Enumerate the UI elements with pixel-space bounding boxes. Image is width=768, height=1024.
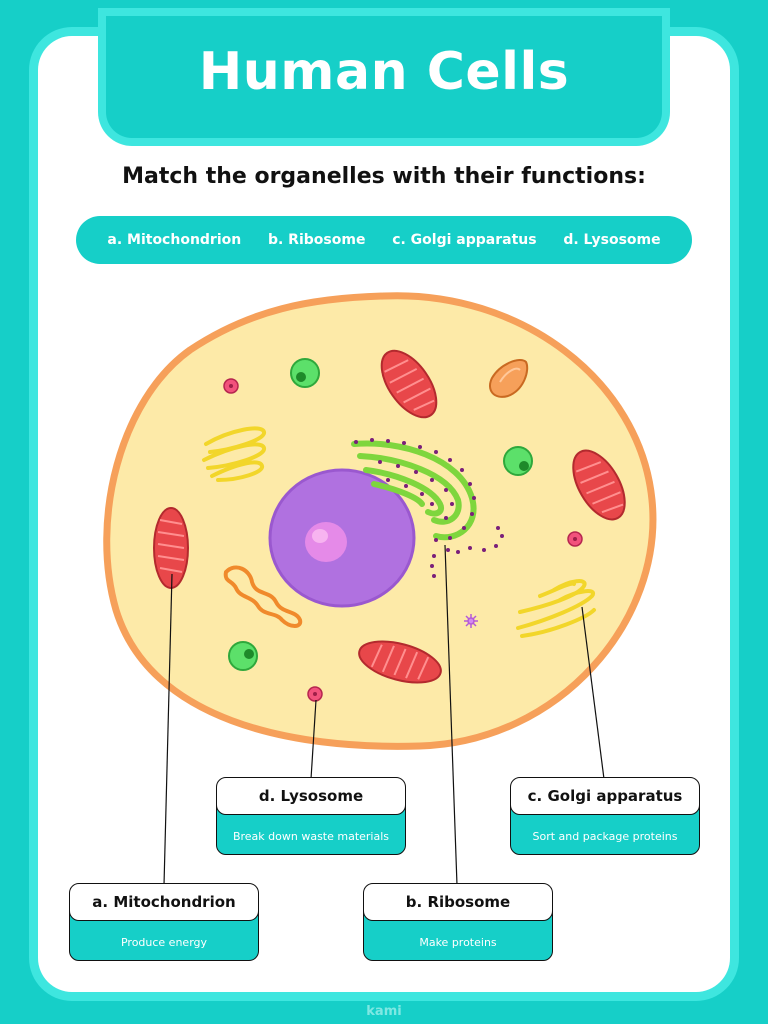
ribosome-dots [354, 438, 504, 578]
mitochondrion-right [572, 449, 626, 521]
mitochondrion-top [380, 349, 438, 419]
label-mitochondrion-function: Produce energy [120, 935, 208, 949]
instruction-text: Match the organelles with their function… [122, 164, 646, 189]
label-ribosome: b. Ribosome Make proteins [363, 883, 553, 963]
option-golgi: c. Golgi apparatus [392, 232, 537, 248]
leader-lines [163, 544, 605, 886]
endoplasmic-reticulum [351, 440, 477, 541]
kami-watermark: kami [366, 1004, 402, 1019]
label-golgi-function: Sort and package proteins [532, 829, 678, 843]
vacuole [489, 359, 529, 398]
label-golgi-name: c. Golgi apparatus [510, 777, 700, 815]
label-mitochondrion-name: a. Mitochondrion [69, 883, 259, 921]
label-golgi: c. Golgi apparatus Sort and package prot… [510, 777, 700, 857]
label-lysosome-name: d. Lysosome [216, 777, 406, 815]
mitochondrion-bottom [358, 640, 442, 684]
golgi-apparatus-left [202, 426, 266, 482]
golgi-apparatus-right [516, 579, 596, 638]
mitochondrion-left [153, 507, 189, 589]
label-lysosome: d. Lysosome Break down waste materials [216, 777, 406, 857]
smooth-er [223, 565, 303, 628]
option-mitochondrion: a. Mitochondrion [107, 232, 242, 248]
option-lysosome: d. Lysosome [563, 232, 661, 248]
title-banner: Human Cells [106, 16, 662, 138]
centrosome [464, 614, 478, 628]
option-ribosome: b. Ribosome [267, 232, 366, 248]
vesicles [228, 358, 533, 671]
page-title: Human Cells [198, 42, 570, 102]
nucleolus [305, 522, 347, 562]
label-ribosome-name: b. Ribosome [363, 883, 553, 921]
label-lysosome-function: Break down waste materials [232, 829, 390, 843]
label-mitochondrion: a. Mitochondrion Produce energy [69, 883, 259, 963]
options-bar: a. Mitochondrion b. Ribosome c. Golgi ap… [76, 216, 692, 264]
label-ribosome-function: Make proteins [419, 935, 497, 949]
